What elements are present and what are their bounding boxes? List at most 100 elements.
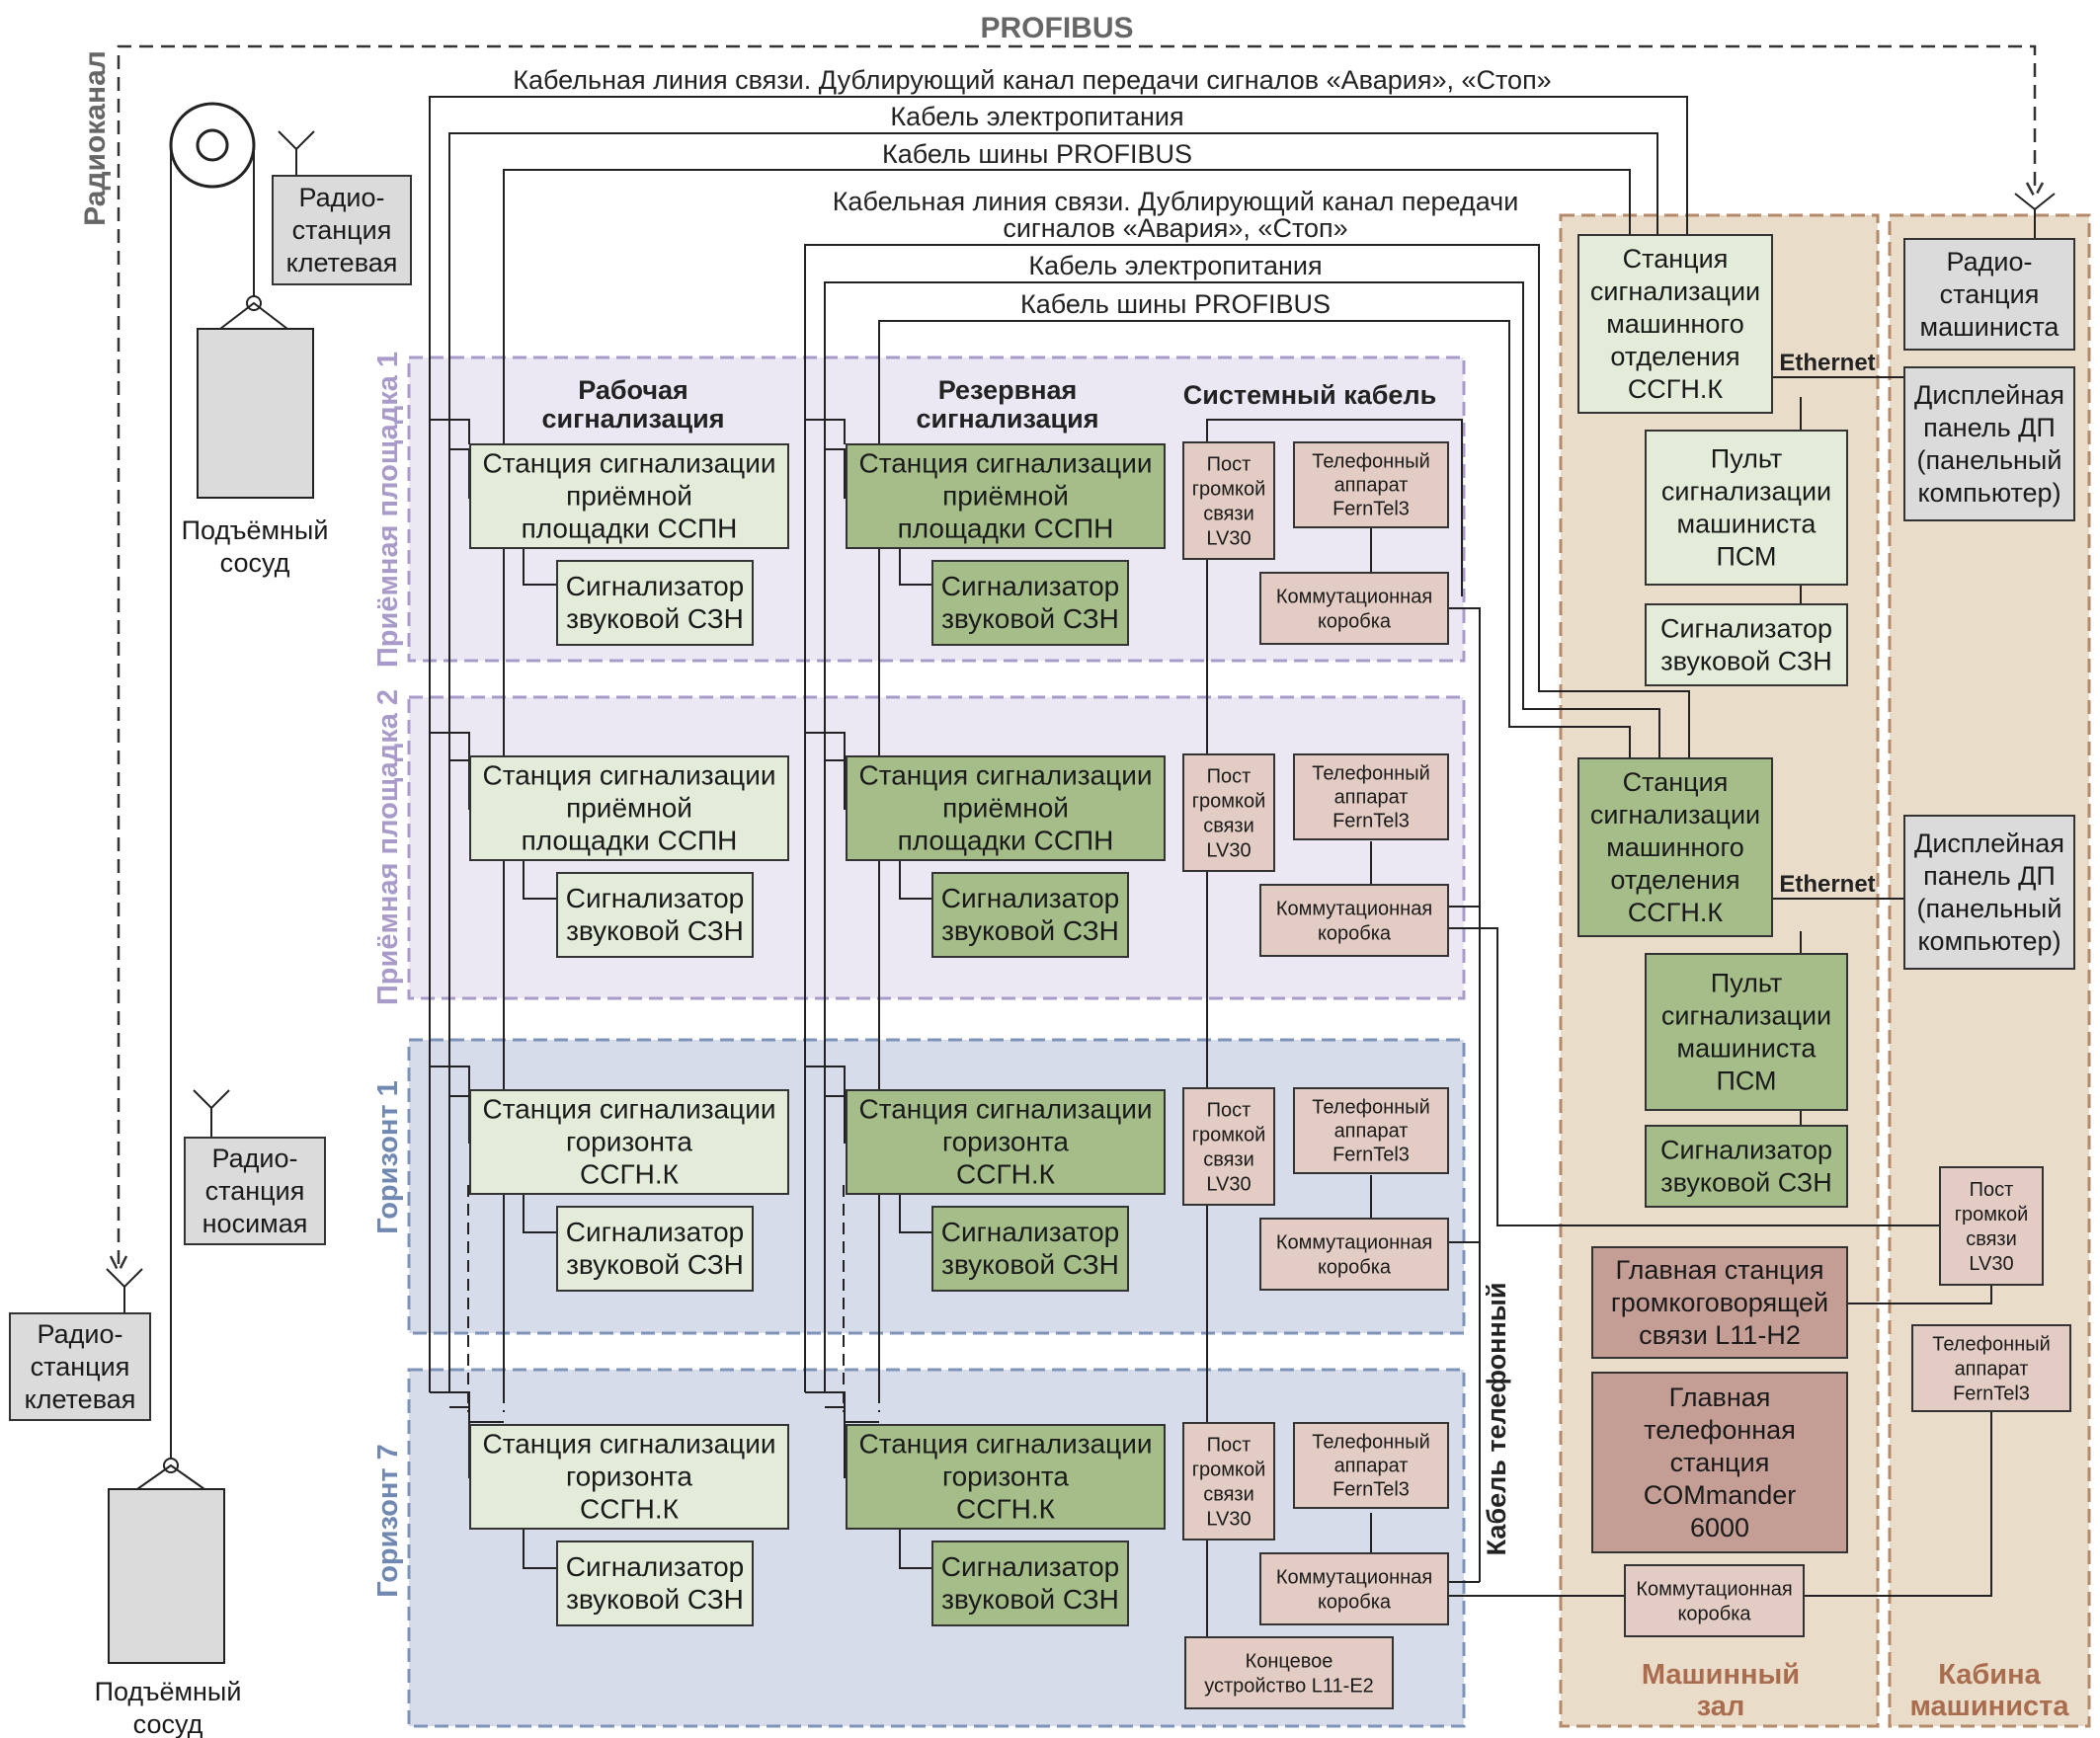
driver-console-1-text-line: Пульт — [1711, 444, 1782, 474]
main-loudspeaker-station-text-line: громкоговорящей — [1611, 1288, 1828, 1317]
machine-szn-1-frame — [1645, 603, 1848, 686]
szn-work-horizon-1-frame — [556, 1206, 754, 1292]
driver-radio-station-text-line: Радио- — [1947, 247, 2033, 276]
machine-hall-label-2: зал — [1697, 1691, 1745, 1722]
cable-group2-label-1b: сигналов «Авария», «Стоп» — [1003, 213, 1347, 243]
loud-post-receiving-2-text-line: Пост — [1207, 766, 1252, 788]
vessel-bottom — [108, 1488, 225, 1664]
szn-reserve-horizon-1-text-line: Сигнализатор — [941, 1217, 1120, 1247]
radio-station-cage-top-frame — [272, 175, 412, 285]
station-reserve-horizon-1-text-line: Станция сигнализации — [859, 1094, 1153, 1125]
station-work-receiving-1-text-line: Станция сигнализации — [483, 448, 776, 479]
driver-radio-station-text-line: машиниста — [1920, 312, 2060, 342]
szn-reserve-horizon-7-frame — [931, 1540, 1129, 1626]
szn-reserve-receiving-1-text-line: звуковой СЗН — [941, 603, 1119, 634]
vessel-bottom-caption: Подъёмный — [95, 1677, 242, 1706]
station-reserve-receiving-1-text-line: площадки ССПН — [898, 514, 1114, 544]
antenna-icon — [278, 130, 315, 151]
cabin-loud-post-text-line: громкой — [1955, 1204, 2029, 1225]
end-device-l11-e2-frame — [1184, 1636, 1394, 1709]
loud-post-receiving-1-text-line: связи — [1203, 504, 1254, 525]
loud-post-horizon-1-text-line: LV30 — [1206, 1174, 1251, 1196]
machine-junction-box-text-line: Коммутационная — [1636, 1579, 1792, 1601]
station-reserve-receiving-2-text-line: приёмной — [942, 793, 1069, 824]
zone-labels: Приёмная площадка 1 Приёмная площадка 2 … — [372, 352, 2069, 1722]
szn-reserve-horizon-7-text-line: Сигнализатор — [941, 1551, 1120, 1582]
station-work-horizon-7-frame — [469, 1424, 789, 1530]
cable-group2-label-1a: Кабельная линия связи. Дублирующий канал… — [833, 187, 1519, 216]
station-reserve-horizon-1-frame — [846, 1089, 1166, 1195]
loud-post-receiving-2-frame — [1182, 753, 1275, 872]
driver-radio-station-frame — [1903, 238, 2075, 351]
main-loudspeaker-station-text-line: связи L11-H2 — [1639, 1320, 1801, 1350]
machine-station-1-text-line: Станция — [1623, 244, 1729, 274]
radio-station-cage-top-text-line: Радио- — [299, 183, 385, 212]
work-signal-title-2: сигнализация — [542, 404, 725, 434]
antenna-icon — [193, 1089, 230, 1110]
station-work-receiving-1-frame — [469, 443, 789, 549]
station-reserve-receiving-2-text-line: Станция сигнализации — [859, 760, 1153, 791]
machine-station-2-frame — [1577, 757, 1773, 937]
phone-horizon-7-text-line: Телефонный — [1312, 1432, 1430, 1454]
machine-szn-2: Сигнализатор звуковой СЗН — [1645, 1125, 1848, 1208]
radio-station-portable-text-line: носимая — [202, 1209, 308, 1238]
dashed-drops — [467, 1185, 880, 1412]
machine-station-2-text-line: машинного — [1606, 832, 1743, 862]
loud-post-horizon-1-text-line: громкой — [1192, 1125, 1266, 1146]
cabin-loud-post-frame — [1939, 1166, 2044, 1286]
main-telephone-station-text-line: COMmander — [1644, 1480, 1797, 1510]
szn-work-receiving-1-text-line: звуковой СЗН — [566, 603, 744, 634]
junction-box-receiving-2-frame — [1259, 884, 1449, 957]
station-reserve-horizon-7-text-line: Станция сигнализации — [859, 1429, 1153, 1460]
loud-post-receiving-1-text-line: громкой — [1192, 479, 1266, 501]
szn-reserve-receiving-1-text-line: Сигнализатор — [941, 571, 1120, 601]
junction-box-receiving-1-text-line: коробка — [1318, 611, 1392, 633]
radio-channel-label: Радиоканал — [79, 50, 112, 226]
main-telephone-station-text-line: станция — [1670, 1448, 1770, 1477]
junction-box-horizon-7-text-line: Коммутационная — [1276, 1567, 1432, 1589]
station-work-horizon-7-text-line: ССГН.К — [580, 1494, 680, 1525]
radio-station-portable-text-line: станция — [205, 1176, 305, 1206]
szn-reserve-receiving-1-frame — [931, 560, 1129, 646]
display-panel-2-text-line: панель ДП — [1923, 861, 2056, 891]
display-panel-2-text-line: компьютер) — [1917, 926, 2060, 956]
machine-szn-2-text-line: Сигнализатор — [1660, 1136, 1832, 1165]
phone-horizon-1-frame — [1293, 1087, 1449, 1174]
radio-station-portable-frame — [184, 1137, 326, 1245]
machine-station-2-text-line: отделения — [1610, 865, 1739, 895]
station-work-receiving-2-text-line: площадки ССПН — [522, 826, 738, 856]
machine-station-1-text-line: машинного — [1606, 309, 1743, 339]
antenna-icon — [2014, 193, 2056, 211]
cabin-label-1: Кабина — [1938, 1659, 2041, 1691]
szn-work-receiving-1-frame — [556, 560, 754, 646]
phone-receiving-2-text-line: FernTel3 — [1333, 811, 1410, 832]
cabin-phone-text-line: Телефонный — [1932, 1334, 2051, 1356]
display-panel-2-frame — [1903, 815, 2075, 970]
display-panel-2-text-line: (панельный — [1917, 894, 2062, 923]
machine-szn-2-text-line: звуковой СЗН — [1660, 1168, 1831, 1198]
driver-console-2-text-line: ПСМ — [1716, 1066, 1776, 1096]
phone-receiving-1-frame — [1293, 441, 1449, 528]
main-telephone-station-text-line: 6000 — [1690, 1513, 1749, 1542]
cable-group1-label-1: Кабельная линия связи. Дублирующий канал… — [513, 65, 1551, 95]
szn-work-receiving-2-text-line: Сигнализатор — [566, 883, 745, 913]
machine-station-1-text-line: отделения — [1610, 342, 1739, 371]
